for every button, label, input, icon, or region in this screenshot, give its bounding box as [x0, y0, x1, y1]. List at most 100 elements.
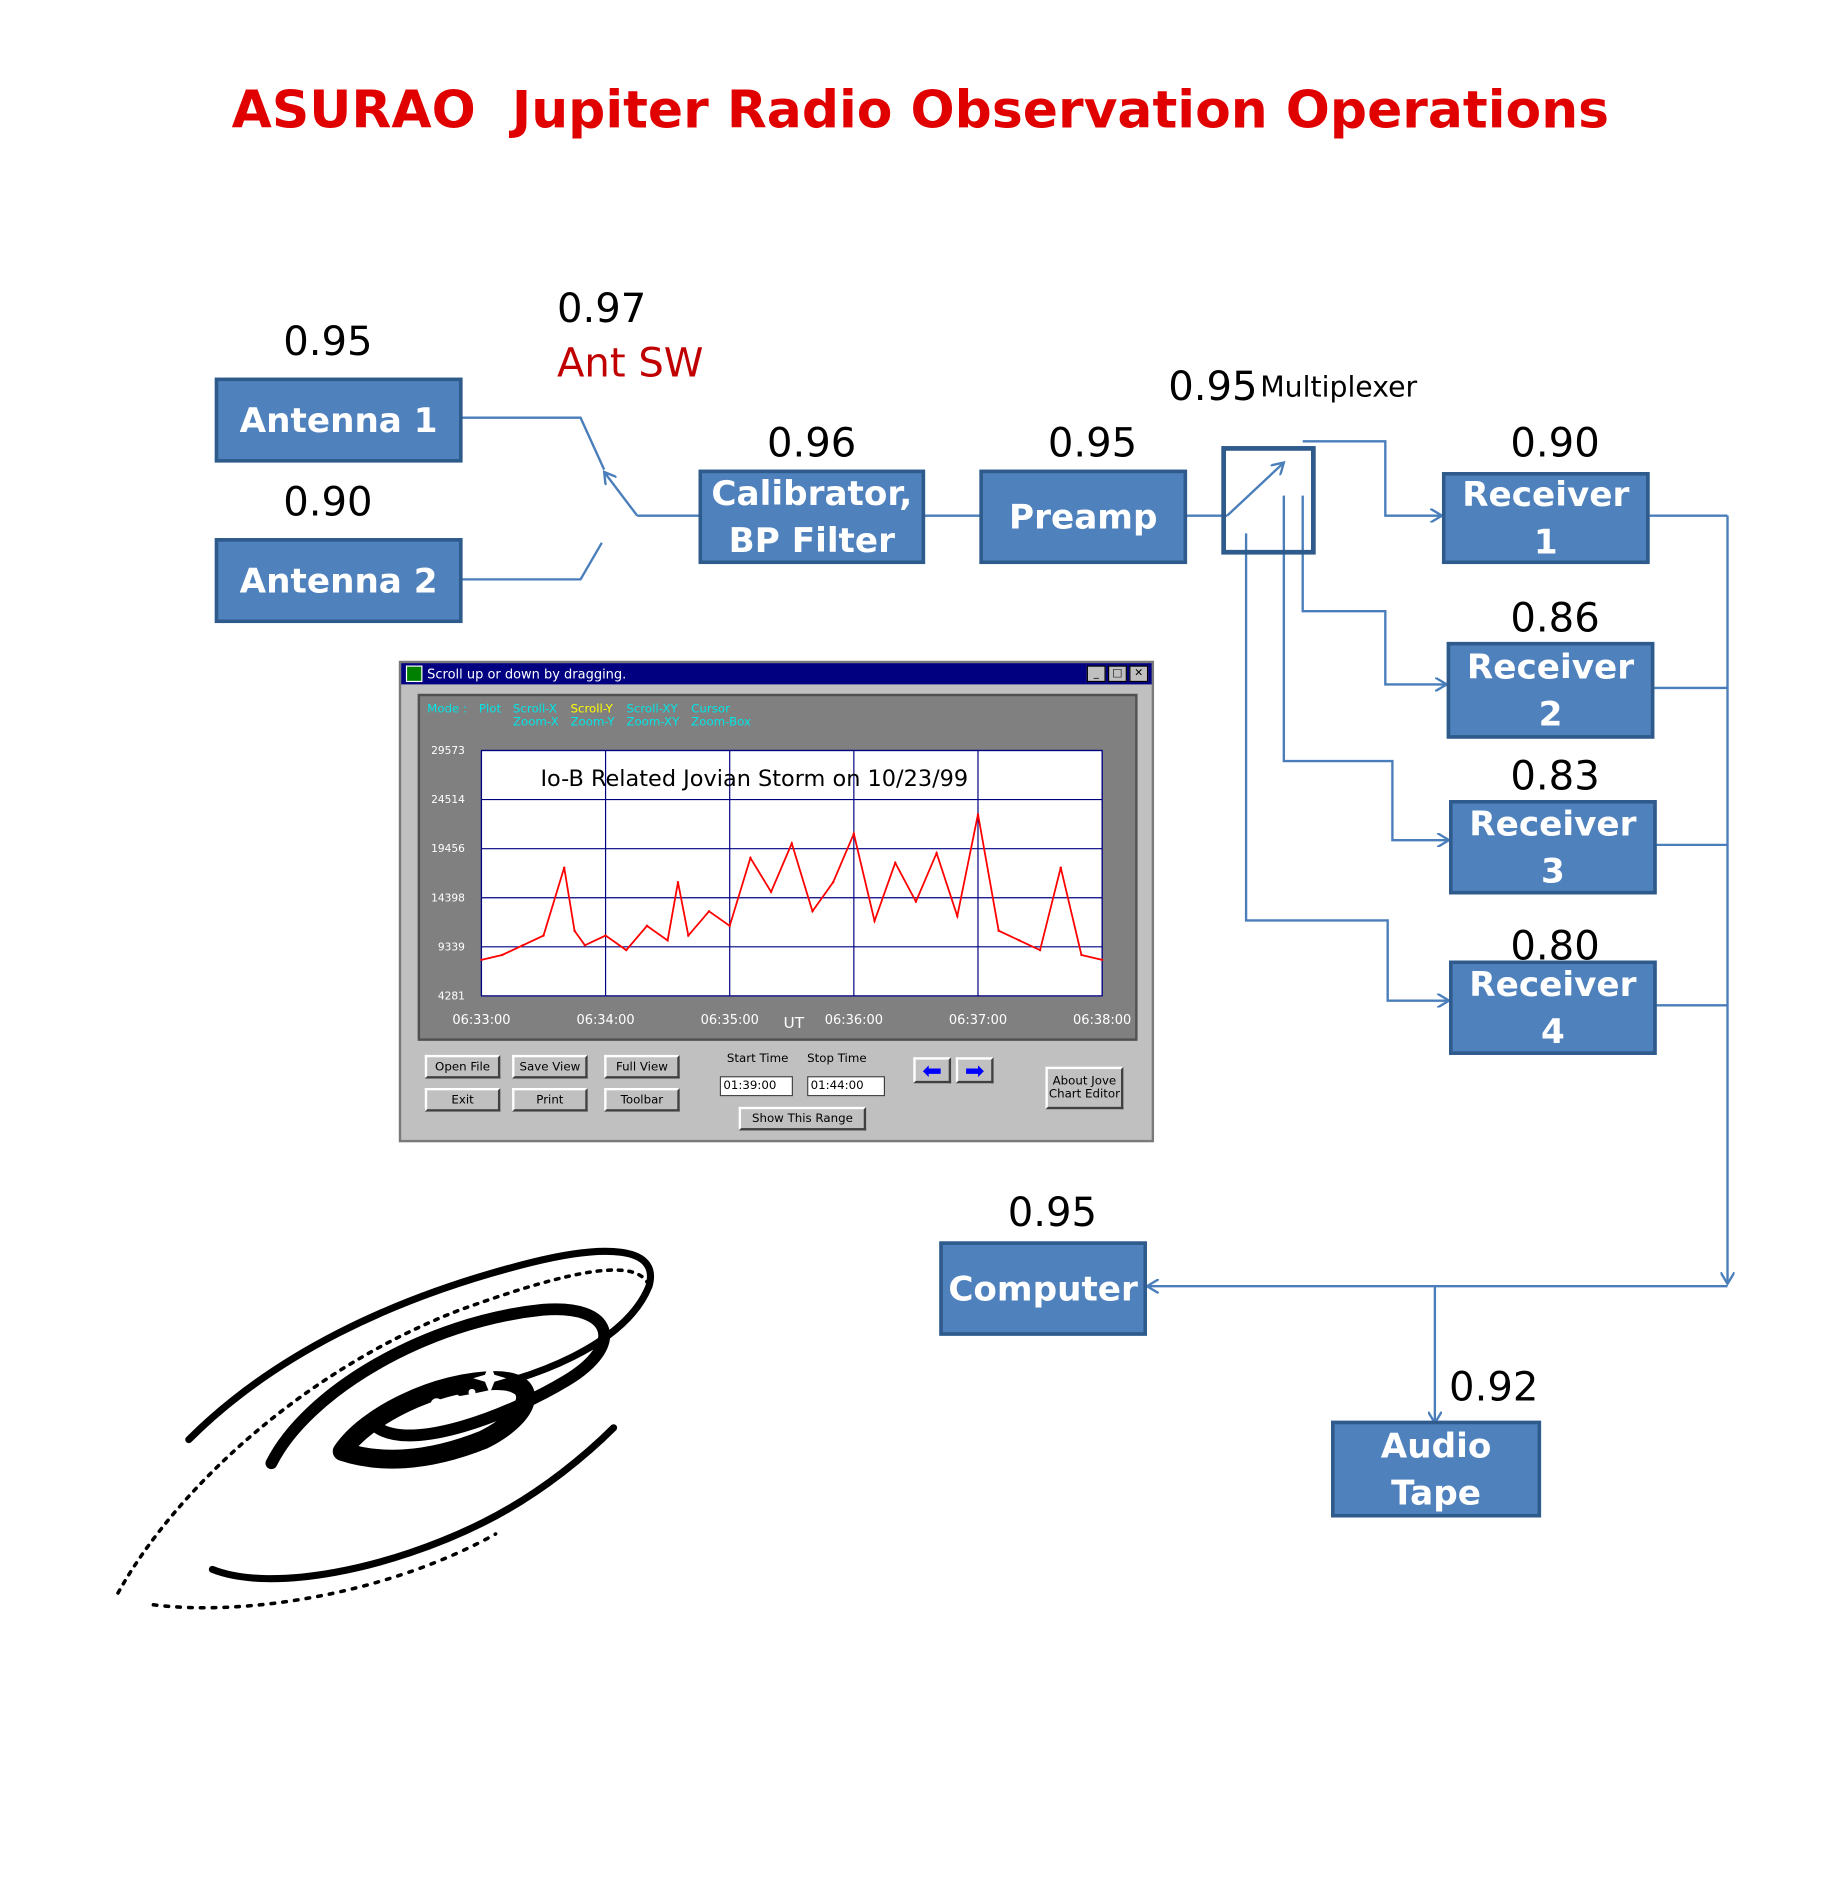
multiplexer-label: Multiplexer [1260, 370, 1418, 404]
exit-button[interactable]: Exit [424, 1087, 501, 1112]
reliability-calibrator: 0.96 [766, 420, 857, 468]
data-point [1100, 958, 1104, 962]
data-point [728, 924, 731, 928]
switch-blade [604, 472, 639, 517]
line-mux-receiver1 [1302, 440, 1442, 515]
line-mux-receiver3 [1282, 495, 1449, 841]
y-tick-label: 14398 [431, 891, 465, 904]
data-point [645, 924, 649, 928]
line-antenna1-switch [460, 416, 606, 471]
start-time-label: Start Time [726, 1052, 789, 1066]
y-tick-label: 24514 [431, 793, 465, 806]
print-button[interactable]: Print [512, 1087, 588, 1112]
data-point [625, 948, 628, 952]
arrow-left-icon: ⬅ [922, 1056, 943, 1085]
minimize-icon[interactable]: _ [1086, 665, 1106, 683]
mode-plot[interactable]: Plot [478, 703, 502, 717]
data-point [1059, 866, 1062, 869]
arrow-right-icon: ➡ [964, 1056, 985, 1085]
about-button[interactable]: About Jove Chart Editor [1045, 1066, 1124, 1110]
x-tick-label: 06:34:00 [576, 1013, 634, 1028]
data-point [914, 900, 918, 903]
receiver1-box: Receiver 1 [1441, 471, 1650, 565]
storm-chart: 4281 9339 14398 19456 24514 29573 06:33:00 06:3… [431, 744, 1131, 1028]
data-point [852, 832, 856, 835]
window-title-bar[interactable]: Scroll up or down by dragging. _ □ ✕ [401, 663, 1152, 685]
toolbar-button[interactable]: Toolbar [604, 1087, 680, 1112]
mode-label: Mode : [427, 703, 468, 717]
data-point [666, 939, 669, 942]
reliability-receiver3: 0.83 [1510, 752, 1600, 801]
close-icon[interactable]: ✕ [1129, 665, 1149, 683]
data-point [997, 929, 1000, 932]
data-point [1080, 953, 1083, 957]
reliability-preamp: 0.95 [1047, 420, 1138, 468]
data-point [707, 910, 711, 913]
data-point [811, 910, 814, 913]
data-point [480, 958, 483, 962]
reliability-computer: 0.95 [1007, 1189, 1098, 1237]
data-point [573, 929, 576, 932]
jove-chart-window: Scroll up or down by dragging. _ □ ✕ Mod… [398, 660, 1155, 1143]
reliability-antenna2: 0.90 [283, 479, 373, 527]
data-point [976, 813, 980, 816]
open-file-button[interactable]: Open File [424, 1054, 501, 1079]
data-point [873, 919, 876, 923]
data-point [935, 851, 938, 855]
reliability-antenna1: 0.95 [283, 318, 373, 366]
data-point [521, 944, 524, 947]
data-point [769, 890, 773, 894]
data-point [542, 934, 545, 937]
full-view-button[interactable]: Full View [604, 1054, 680, 1079]
data-point [1038, 948, 1042, 952]
show-range-button[interactable]: Show This Range [738, 1106, 867, 1131]
preamp-box: Preamp [979, 469, 1188, 565]
data-point [831, 881, 835, 884]
antenna1-box: Antenna 1 [214, 377, 463, 463]
audio-tape-box: Audio Tape [1331, 1420, 1542, 1518]
receiver3-box: Receiver 3 [1449, 800, 1657, 895]
computer-box: Computer [939, 1241, 1147, 1336]
reliability-multiplexer: 0.95 [1168, 363, 1258, 411]
start-time-input[interactable]: 01:39:00 [719, 1076, 793, 1097]
connector-lines [460, 416, 1840, 1617]
y-tick-label: 29573 [431, 744, 465, 757]
plot-background [480, 749, 1103, 997]
line-mux-receiver2 [1301, 495, 1447, 685]
antenna2-box: Antenna 2 [214, 538, 463, 624]
stop-time-input[interactable]: 01:44:00 [807, 1076, 885, 1097]
data-point [604, 934, 607, 937]
y-tick-label: 19456 [431, 842, 465, 855]
data-point [500, 953, 504, 957]
y-tick-label: 9339 [438, 940, 465, 953]
app-icon [405, 665, 423, 683]
data-point [956, 914, 959, 918]
scroll-right-button[interactable]: ➡ [955, 1056, 994, 1085]
receiver2-box: Receiver 2 [1446, 641, 1655, 739]
data-point [583, 944, 587, 947]
x-tick-label: 06:37:00 [949, 1013, 1007, 1028]
multiplexer-box [1221, 446, 1316, 555]
y-tick-label: 4281 [438, 989, 465, 1002]
data-point [563, 866, 566, 869]
x-tick-label: 06:33:00 [452, 1013, 510, 1028]
receiver4-box: Receiver 4 [1449, 960, 1657, 1055]
x-tick-label: 06:35:00 [701, 1013, 759, 1028]
reliability-ant-sw: 0.97 [556, 285, 647, 333]
save-view-button[interactable]: Save View [512, 1054, 588, 1079]
maximize-icon[interactable]: □ [1108, 665, 1127, 683]
chart-title: Io-B Related Jovian Storm on 10/23/99 [540, 766, 968, 792]
x-tick-label: 06:36:00 [825, 1013, 883, 1028]
reliability-audio-tape: 0.92 [1449, 1364, 1539, 1412]
scroll-left-button[interactable]: ⬅ [913, 1056, 952, 1085]
page-title: ASURAO Jupiter Radio Observation Operati… [231, 80, 1610, 141]
line-mux-receiver4 [1244, 533, 1449, 1000]
window-title: Scroll up or down by dragging. [427, 666, 627, 682]
